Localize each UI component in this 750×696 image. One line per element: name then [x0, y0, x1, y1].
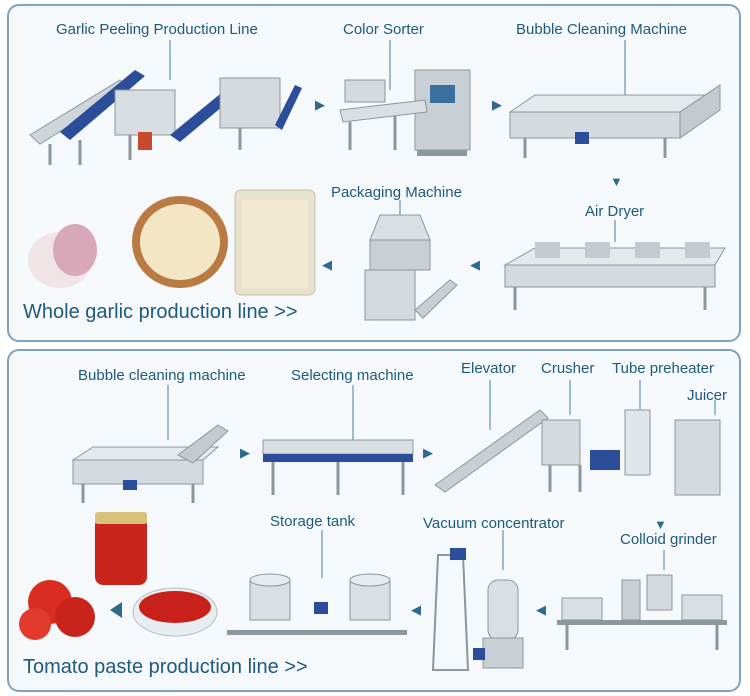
garlic-peeling-line-illustration [29, 40, 302, 165]
label-air-dryer: Air Dryer [585, 203, 645, 220]
garlic-bubble-cleaning-illustration [508, 40, 721, 158]
storage-tank-illustration [227, 530, 407, 635]
arrow-left-icon: ◀ [470, 257, 480, 272]
arrow-right-icon: ▶ [240, 445, 250, 460]
arrow-left-icon: ◀ [322, 257, 332, 272]
elevator-crusher-preheater-juicer-illustration [434, 380, 721, 496]
garlic-line-title: Whole garlic production line >> [23, 301, 298, 323]
label-tube-preheater: Tube preheater [612, 360, 715, 377]
selecting-machine-illustration [262, 385, 414, 495]
label-bubble-cleaning-machine-tomato: Bubble cleaning machine [78, 367, 246, 384]
colloid-grinder-illustration [557, 550, 727, 650]
tomato-paste-products-illustration [19, 512, 218, 640]
label-selecting-machine: Selecting machine [291, 367, 414, 384]
label-vacuum-concentrator: Vacuum concentrator [423, 515, 565, 532]
label-elevator: Elevator [461, 360, 517, 377]
label-packaging-machine: Packaging Machine [331, 184, 462, 201]
label-storage-tank: Storage tank [270, 513, 356, 530]
arrow-down-icon: ▼ [654, 517, 667, 532]
arrow-right-icon: ▶ [492, 97, 502, 112]
label-bubble-cleaning-machine: Bubble Cleaning Machine [516, 21, 687, 38]
label-garlic-peeling-line: Garlic Peeling Production Line [56, 21, 258, 38]
garlic-products-illustration [28, 189, 316, 296]
label-color-sorter: Color Sorter [343, 21, 424, 38]
arrow-right-icon: ▶ [423, 445, 433, 460]
tomato-bubble-cleaning-illustration [71, 385, 229, 503]
tomato-line-title: Tomato paste production line >> [23, 656, 308, 678]
arrow-left-icon: ◀ [411, 602, 421, 617]
vacuum-concentrator-illustration [431, 530, 524, 671]
label-juicer: Juicer [687, 387, 728, 404]
label-colloid-grinder: Colloid grinder [620, 531, 717, 548]
arrow-left-icon: ◀ [536, 602, 546, 617]
arrow-down-icon: ▼ [610, 174, 623, 189]
label-crusher: Crusher [541, 360, 595, 377]
arrow-right-icon: ▶ [315, 97, 325, 112]
color-sorter-illustration [339, 40, 471, 156]
air-dryer-illustration [503, 220, 726, 310]
packaging-machine-illustration [364, 200, 458, 321]
